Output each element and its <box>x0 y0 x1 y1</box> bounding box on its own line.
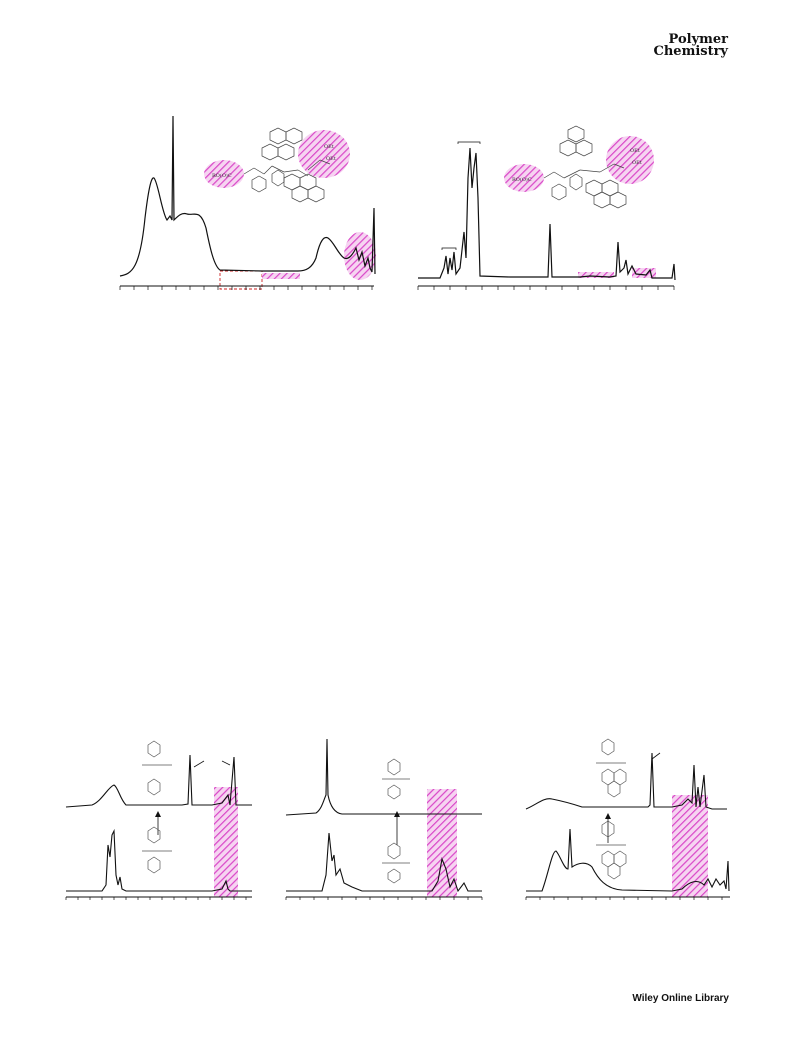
journal-name-line2: Chemistry <box>653 44 729 59</box>
highlight-ellipse <box>204 160 244 188</box>
spectrum-trace-upper <box>525 752 727 810</box>
nmr-comparison-right <box>522 735 737 905</box>
molecule-structure <box>382 758 410 884</box>
spectrum-trace-lower <box>286 832 482 893</box>
publisher-footer: Wiley Online Library <box>632 993 729 1004</box>
molecule-structure <box>543 125 627 209</box>
peak-arrow <box>193 760 205 768</box>
highlight-region <box>214 787 238 897</box>
side-label: OEt <box>632 160 642 166</box>
arrow-head <box>394 811 400 817</box>
spectrum-trace-lower <box>66 828 252 892</box>
x-axis-ticks <box>525 897 723 900</box>
x-axis-ticks <box>285 897 483 900</box>
peak-bracket <box>441 247 457 250</box>
highlight-ellipse <box>298 130 350 178</box>
peak-arrow <box>651 752 661 760</box>
molecule-structure <box>243 127 331 203</box>
highlight-ellipse <box>606 136 654 184</box>
molecule-structure <box>142 740 172 874</box>
spectrum-trace-lower <box>526 828 730 892</box>
x-axis-ticks <box>119 286 373 290</box>
x-axis-ticks <box>417 286 675 290</box>
end-group-label: RO(O)C <box>212 172 232 179</box>
highlight-strip <box>578 272 614 278</box>
arrow-head <box>155 811 161 817</box>
peak-arrow <box>221 760 231 766</box>
nmr-comparison-left <box>62 735 262 905</box>
arrow-head <box>605 813 611 819</box>
spectrum-trace-upper <box>285 738 482 816</box>
highlight-strip <box>262 273 300 279</box>
side-label: OEt <box>630 148 640 154</box>
journal-name-line1: Polymer <box>668 32 728 47</box>
highlight-region <box>427 789 457 897</box>
spectrum-trace-upper <box>65 754 252 808</box>
nmr-comparison-middle <box>282 735 492 905</box>
side-label: OEt <box>326 156 336 162</box>
x-axis-ticks <box>65 897 247 900</box>
spectrum-trace <box>418 147 676 281</box>
highlight-ellipse <box>504 164 544 192</box>
highlight-region <box>672 795 708 897</box>
molecule-structure <box>596 738 627 880</box>
nmr-spectrum-top-right: RO(O)C OEt OEt <box>410 108 680 298</box>
end-group-label: RO(O)C <box>512 176 532 183</box>
spectrum-trace <box>119 115 376 277</box>
side-label: OEt <box>324 144 334 150</box>
journal-name: Polymer Chemistry <box>653 32 729 59</box>
peak-bracket <box>457 141 481 144</box>
nmr-spectrum-top-left: RO(O)C OEt OEt <box>112 108 382 298</box>
highlight-strip <box>632 268 656 278</box>
